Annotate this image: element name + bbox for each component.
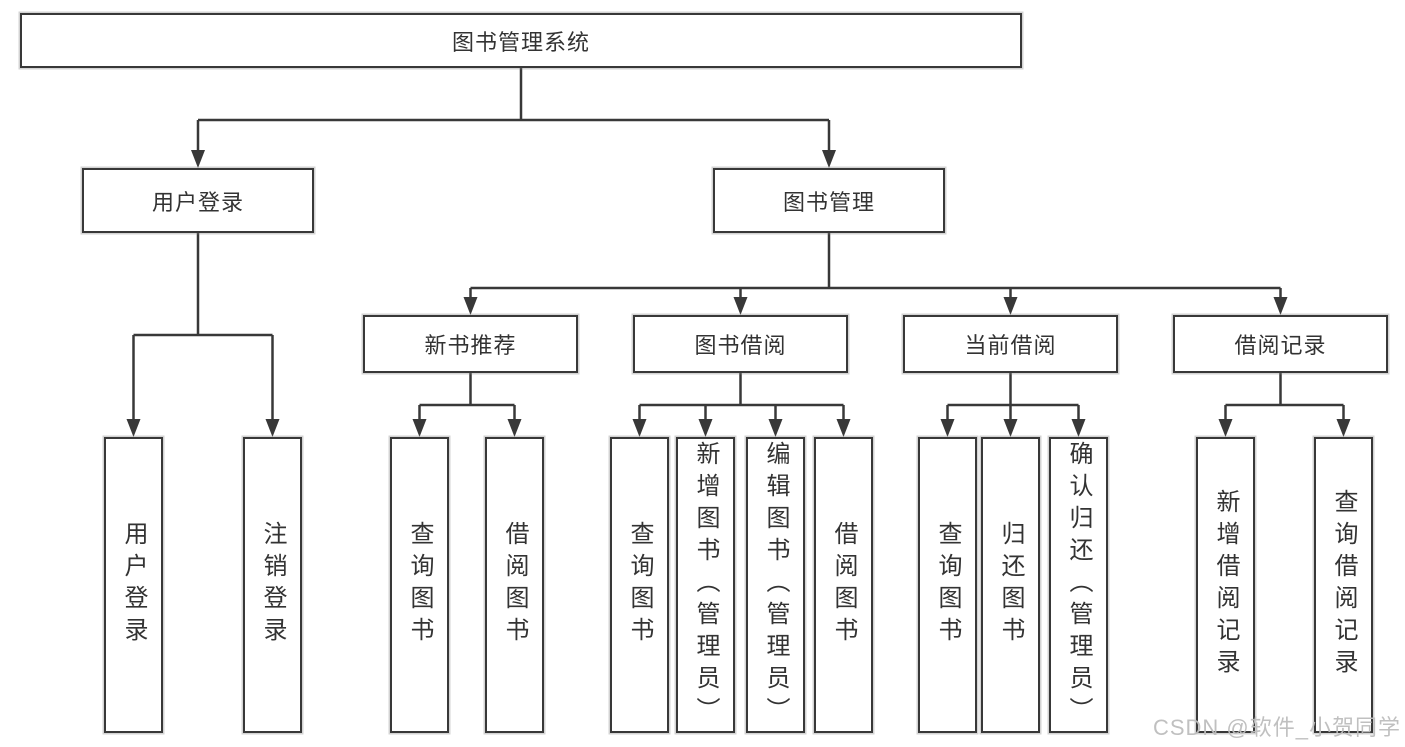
leaf-query-borrow-record-label: 查询借阅记录 bbox=[1330, 489, 1357, 681]
leaf-user-login-label: 用户登录 bbox=[120, 521, 147, 649]
leaf-query-books-borrow-label: 查询图书 bbox=[626, 521, 653, 649]
leaf-logout: 注销登录 bbox=[243, 437, 302, 733]
node-book-management-label: 图书管理 bbox=[782, 189, 875, 215]
leaf-query-borrow-record: 查询借阅记录 bbox=[1314, 437, 1373, 733]
connector-book-mgmt-to-level2 bbox=[469, 233, 1282, 298]
leaf-return-books: 归还图书 bbox=[981, 437, 1040, 733]
leaf-borrow-books-newbook: 借阅图书 bbox=[485, 437, 544, 733]
connector-book-borrow-to-leaves bbox=[638, 373, 845, 420]
leaf-query-books-newbook-label: 查询图书 bbox=[406, 521, 433, 649]
leaf-borrow-books-label: 借阅图书 bbox=[830, 521, 857, 649]
leaf-add-books-admin: 新增图书（管理员） bbox=[676, 437, 735, 733]
arrowheads bbox=[126, 150, 1351, 437]
node-library-management-system: 图书管理系统 bbox=[20, 13, 1022, 68]
leaf-confirm-return-admin-label: 确认归还（管理员） bbox=[1065, 441, 1092, 729]
leaf-query-books-current-label: 查询图书 bbox=[934, 521, 961, 649]
node-new-book-recommend: 新书推荐 bbox=[363, 315, 578, 373]
connector-new-book-to-leaves bbox=[418, 373, 516, 420]
leaf-borrow-books: 借阅图书 bbox=[814, 437, 873, 733]
connector-root-to-level1 bbox=[196, 68, 831, 151]
leaf-user-login: 用户登录 bbox=[104, 437, 163, 733]
connector-borrow-records-to-leaves bbox=[1224, 373, 1345, 420]
node-user-login-label: 用户登录 bbox=[151, 189, 244, 215]
node-current-borrow-label: 当前借阅 bbox=[964, 333, 1057, 358]
node-borrow-records-label: 借阅记录 bbox=[1234, 333, 1327, 358]
leaf-query-books-newbook: 查询图书 bbox=[390, 437, 449, 733]
leaf-query-books-current: 查询图书 bbox=[918, 437, 977, 733]
leaf-add-books-admin-label: 新增图书（管理员） bbox=[692, 441, 719, 729]
leaf-confirm-return-admin: 确认归还（管理员） bbox=[1049, 437, 1108, 733]
leaf-add-borrow-record-label: 新增借阅记录 bbox=[1212, 489, 1239, 681]
connector-user-login-to-leaves bbox=[132, 233, 274, 420]
leaf-edit-books-admin-label: 编辑图书（管理员） bbox=[762, 441, 789, 729]
node-borrow-records: 借阅记录 bbox=[1173, 315, 1388, 373]
leaf-query-books-borrow: 查询图书 bbox=[610, 437, 669, 733]
connector-current-borrow-to-leaves bbox=[946, 373, 1080, 420]
watermark: CSDN @软件_小贺同学 bbox=[1152, 715, 1401, 740]
leaf-add-borrow-record: 新增借阅记录 bbox=[1196, 437, 1255, 733]
node-book-management: 图书管理 bbox=[713, 168, 945, 233]
leaf-return-books-label: 归还图书 bbox=[997, 521, 1024, 649]
leaf-logout-label: 注销登录 bbox=[259, 521, 286, 649]
leaf-edit-books-admin: 编辑图书（管理员） bbox=[746, 437, 805, 733]
node-library-management-system-label: 图书管理系统 bbox=[451, 29, 590, 55]
node-user-login: 用户登录 bbox=[82, 168, 314, 233]
node-book-borrow: 图书借阅 bbox=[633, 315, 848, 373]
leaf-borrow-books-newbook-label: 借阅图书 bbox=[501, 521, 528, 649]
node-book-borrow-label: 图书借阅 bbox=[694, 333, 787, 358]
node-new-book-recommend-label: 新书推荐 bbox=[424, 333, 517, 358]
node-current-borrow: 当前借阅 bbox=[903, 315, 1118, 373]
